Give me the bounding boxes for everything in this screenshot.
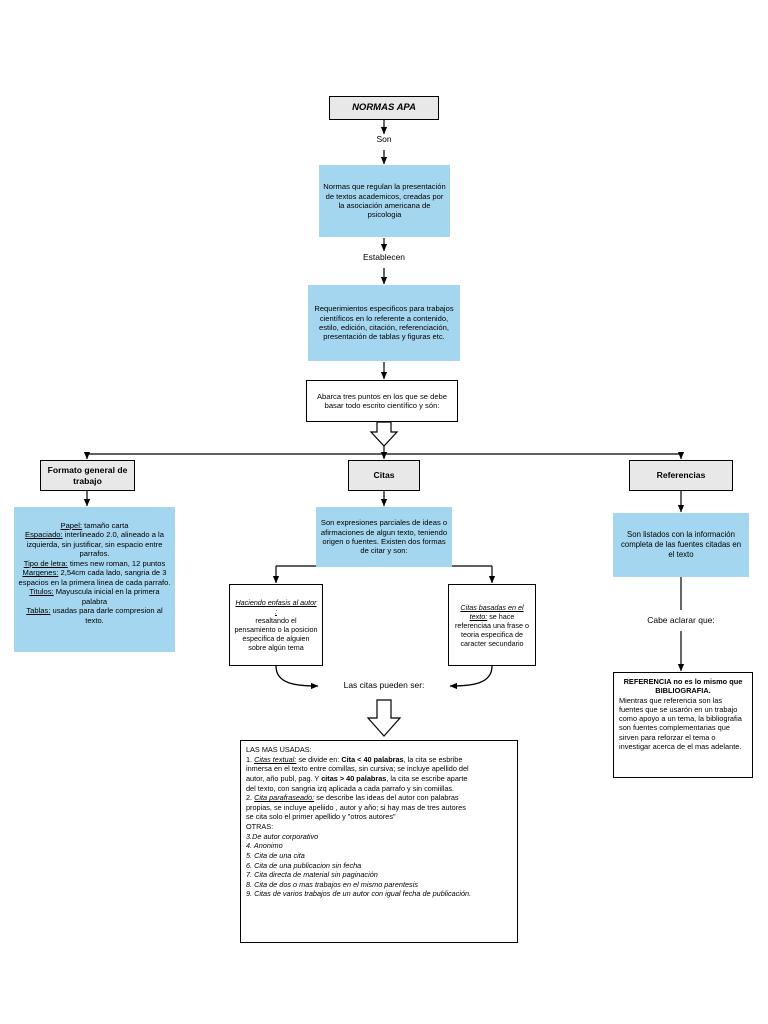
node-requerimientos[interactable]: Requerimientos especificos para trabajos…: [308, 285, 460, 361]
usadas-line: del texto, con sangria izq aplicada a ca…: [246, 783, 455, 793]
node-title-label: NORMAS APA: [352, 102, 416, 114]
edge-label-las-citas-pueden-ser: Las citas pueden ser:: [343, 680, 425, 690]
formato-line: Espaciado: interlineado 2.0, alineado a …: [18, 530, 171, 558]
formato-line: Margenes: 2,54cm cada lado, sangria de 3…: [18, 568, 171, 587]
node-formato-general-header[interactable]: Formato general de trabajo: [40, 460, 135, 491]
node-basadas-body: se hace referenciaa una frase o teoria e…: [455, 611, 529, 648]
node-referencias-header[interactable]: Referencias: [629, 460, 733, 491]
node-referencias-header-label: Referencias: [656, 470, 706, 481]
formato-line-label: Papel:: [60, 521, 83, 530]
usadas-line: inmersa en el texto entre comillas, sin …: [246, 764, 469, 774]
edge-label-cabe-aclarar-que: Cabe aclarar que:: [647, 615, 715, 625]
node-formato-header-label: Formato general de trabajo: [47, 464, 128, 486]
usadas-emphasis: Cita < 40 palabras: [341, 754, 404, 764]
formato-line: Tipo de letra: times new roman, 12 punto…: [18, 559, 171, 568]
usadas-line: 5. Cita de una cita: [246, 850, 305, 860]
usadas-line: 1. Citas textual: se divide en: Cita < 4…: [246, 754, 463, 764]
usadas-line: 9. Citas de varios trabajos de un autor …: [246, 889, 472, 899]
node-abarca-text: Abarca tres puntos en los que se debe ba…: [316, 391, 448, 410]
formato-line-text: tamaño carta: [82, 521, 129, 530]
formato-line-label: Tablas:: [26, 606, 51, 616]
formato-line: Titulos: Mayuscula inicial en la primera…: [18, 587, 171, 606]
node-enfasis-body: resaltando el pensamiento o la posicion …: [234, 616, 318, 652]
usadas-line: 4. Anonimo: [246, 841, 283, 851]
usadas-emphasis: Cita parafraseado:: [254, 793, 315, 803]
node-referencias-body[interactable]: Son listados con la información completa…: [613, 513, 749, 577]
formato-line: Tablas: usadas para darle compresion al …: [18, 606, 171, 625]
formato-line: Papel: tamaño carta: [18, 521, 171, 530]
node-requerimientos-text: Requerimientos especificos para trabajos…: [314, 304, 454, 342]
node-citas-basadas-en-el-texto[interactable]: Citas basadas en el texto: se hace refer…: [448, 584, 536, 666]
usadas-heading: LAS MAS USADAS:: [246, 745, 312, 754]
usadas-line: 2. Cita parafraseado: se describe las id…: [246, 793, 459, 803]
bibliografia-heading: REFERENCIA no es lo mismo que BIBLIOGRAF…: [623, 677, 743, 696]
usadas-emphasis: citas > 40 palabras: [321, 773, 387, 783]
formato-line-text: 2,54cm cada lado, sangria de 3 espacios …: [18, 568, 171, 587]
node-las-mas-usadas[interactable]: LAS MAS USADAS:1. Citas textual: se divi…: [240, 740, 518, 943]
formato-line-text: Mayuscula inicial en la primera palabra: [53, 587, 160, 606]
usadas-line: autor, año publ, pag. Y citas > 40 palab…: [246, 773, 468, 783]
usadas-content: LAS MAS USADAS:1. Citas textual: se divi…: [246, 745, 512, 899]
node-normas-text: Normas que regulan la presentación de te…: [323, 182, 446, 220]
node-basadas-title: Citas basadas en el texto:: [460, 602, 524, 621]
usadas-emphasis: Citas textual:: [254, 754, 297, 764]
usadas-line: 8. Cita de dos o mas trabajos en el mism…: [246, 879, 418, 889]
node-citas-body[interactable]: Son expresiones parciales de ideas o afi…: [316, 507, 452, 567]
usadas-line: 3.De autor corporativo: [246, 831, 319, 841]
node-referencia-vs-bibliografia[interactable]: REFERENCIA no es lo mismo que BIBLIOGRAF…: [613, 672, 753, 778]
usadas-line: 7. Cita directa de material sin paginaci…: [246, 870, 378, 880]
node-normas-definition[interactable]: Normas que regulan la presentación de te…: [319, 165, 450, 237]
node-normas-apa-title[interactable]: NORMAS APA: [329, 96, 439, 120]
node-abarca-tres-puntos[interactable]: Abarca tres puntos en los que se debe ba…: [306, 380, 458, 422]
usadas-line: 6. Cita de una publicacion sin fecha: [246, 860, 362, 870]
edge-label-establecen: Establecen: [362, 252, 406, 262]
formato-line-label: Margenes:: [22, 568, 59, 578]
node-citas-body-text: Son expresiones parciales de ideas o afi…: [320, 518, 448, 556]
formato-line-label: Titulos:: [29, 587, 54, 597]
bibliografia-body: Mientras que referencia son las fuentes …: [619, 695, 742, 751]
node-enfasis-title: Haciendo enfasis al autor :: [235, 598, 317, 616]
formato-line-text: usadas para darle compresion al texto.: [50, 606, 163, 625]
edge-label-son: Son: [376, 134, 392, 144]
formato-line-text: interlineado 2.0, alineado a la izquierd…: [26, 530, 164, 559]
node-citas-header[interactable]: Citas: [348, 460, 420, 491]
node-referencias-body-text: Son listados con la información completa…: [620, 530, 742, 559]
node-citas-header-label: Citas: [373, 470, 395, 481]
formato-line-label: Tipo de letra:: [23, 558, 68, 568]
formato-line-label: Espaciado:: [25, 530, 63, 540]
usadas-line: propias, se incluye apeliido , autor y a…: [246, 802, 466, 812]
formato-line-text: times new roman, 12 puntos: [67, 558, 166, 568]
node-haciendo-enfasis-al-autor[interactable]: Haciendo enfasis al autor : resaltando e…: [229, 584, 323, 666]
usadas-line: OTRAS:: [246, 822, 274, 831]
usadas-line: se cita solo el primer apellido y "otros…: [246, 812, 396, 822]
